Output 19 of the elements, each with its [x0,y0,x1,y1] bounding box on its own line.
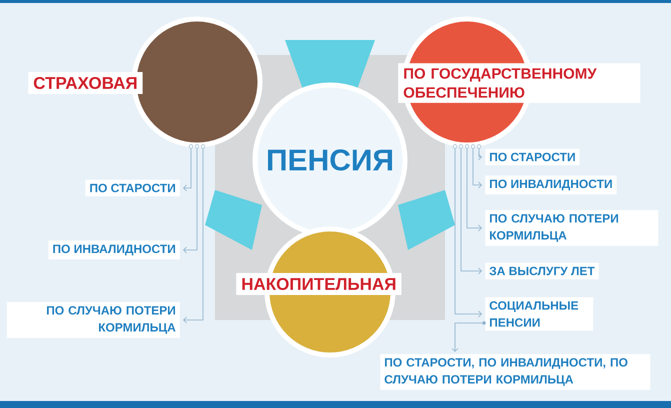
pension-kind-box: ПО СЛУЧАЮ ПОТЕРИ КОРМИЛЬЦА [6,302,180,338]
connector-arrow [183,148,192,192]
pension-kind-box: СОЦИАЛЬНЫЕ ПЕНСИИ [482,297,594,331]
pension-kind-box: ПО ИНВАЛИДНОСТИ [48,240,180,260]
node-label: СТРАХОВАЯ [34,76,136,90]
pension-kind-box: ПО ИНВАЛИДНОСТИ [485,176,617,194]
connector-arrow [466,148,482,232]
connector-arrow [454,148,482,318]
pension-kind-box: ПО СТАРОСТИ [485,148,580,166]
pension-kind-box: ПО СЛУЧАЮ ПОТЕРИ КОРМИЛЬЦА [485,210,658,246]
connector-arrow [183,148,198,254]
pension-kind-box: ПО СТАРОСТИ, ПО ИНВАЛИДНОСТИ, ПО СЛУЧАЮ ПОТЕРИ КОРМИЛЬЦА [380,354,650,390]
connector-arrow [460,148,482,274]
connector-arrow [452,322,482,352]
connector-arrow [183,148,204,324]
pension-kind-box: ЗА ВЫСЛУГУ ЛЕТ [485,262,599,280]
connector-arrow [472,148,482,188]
connector-arrow [478,148,482,160]
pension-kind-box: ПО СТАРОСТИ [85,180,180,196]
